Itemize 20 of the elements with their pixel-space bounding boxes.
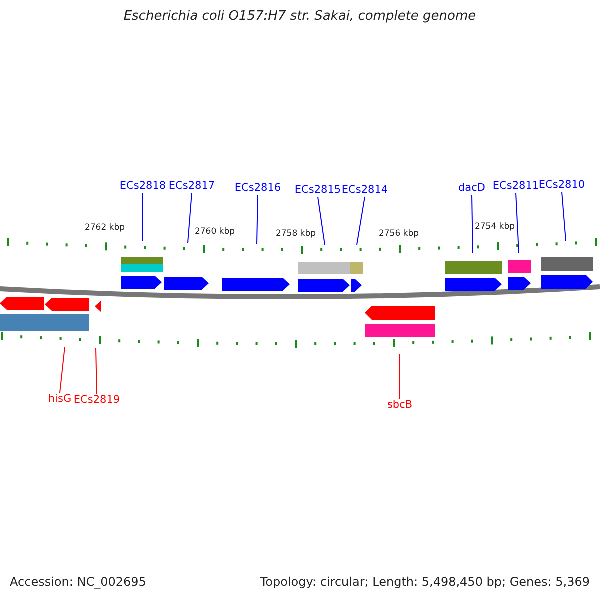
scale-label: 2754 kbp	[474, 222, 516, 232]
leader-line	[318, 196, 326, 246]
leader-line	[142, 192, 144, 242]
leader-line	[516, 192, 520, 254]
leader-line	[188, 192, 192, 244]
scale-label: 2760 kbp	[194, 227, 236, 237]
scale-label: 2762 kbp	[84, 223, 126, 233]
leader-line	[472, 194, 474, 254]
scale-label: 2758 kbp	[276, 229, 316, 239]
leader-line	[356, 196, 366, 246]
gene-label: ECs2816	[223, 182, 293, 195]
genome-summary-text: Topology: circular; Length: 5,498,450 bp; Genes: 5,369	[259, 575, 590, 589]
leader-line	[60, 346, 66, 394]
leader-line	[562, 192, 566, 242]
leader-line	[96, 348, 98, 394]
diagram-title: Escherichia coli O157:H7 str. Sakai, complete genome	[122, 9, 478, 24]
accession-text: Accession: NC_002695	[10, 575, 146, 589]
leader-line	[256, 194, 258, 244]
gene-label: sbcB	[365, 399, 435, 412]
scale-label: 2756 kbp	[378, 229, 420, 239]
